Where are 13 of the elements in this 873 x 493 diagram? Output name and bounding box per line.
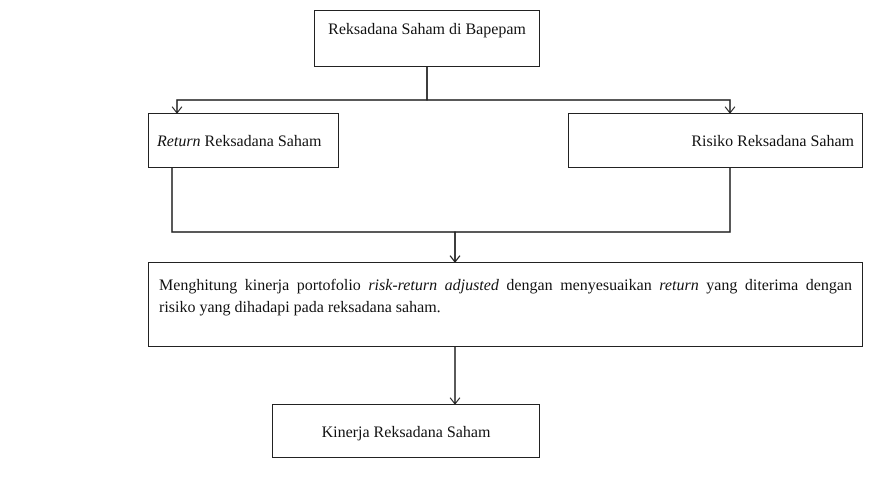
box-text: Kinerja Reksadana Saham	[320, 423, 492, 443]
process-box	[314, 10, 540, 67]
arrow	[426, 67, 736, 114]
box-text: Risiko Reksadana Saham	[690, 132, 854, 152]
process-box	[148, 262, 863, 347]
process-box	[568, 113, 863, 168]
arrow	[450, 347, 460, 405]
process-box	[148, 113, 339, 168]
process-box	[272, 404, 540, 458]
arrow	[450, 168, 731, 263]
box-text: Return Reksadana Saham	[157, 132, 322, 152]
box-text: Menghitung kinerja portofolio risk-return adjusted dengan menyesuaikan return yang diterima dengan risiko yang dihadapi pada reksadana saham.	[159, 276, 852, 318]
box-text: Reksadana Saham di Bapepam	[327, 20, 527, 40]
